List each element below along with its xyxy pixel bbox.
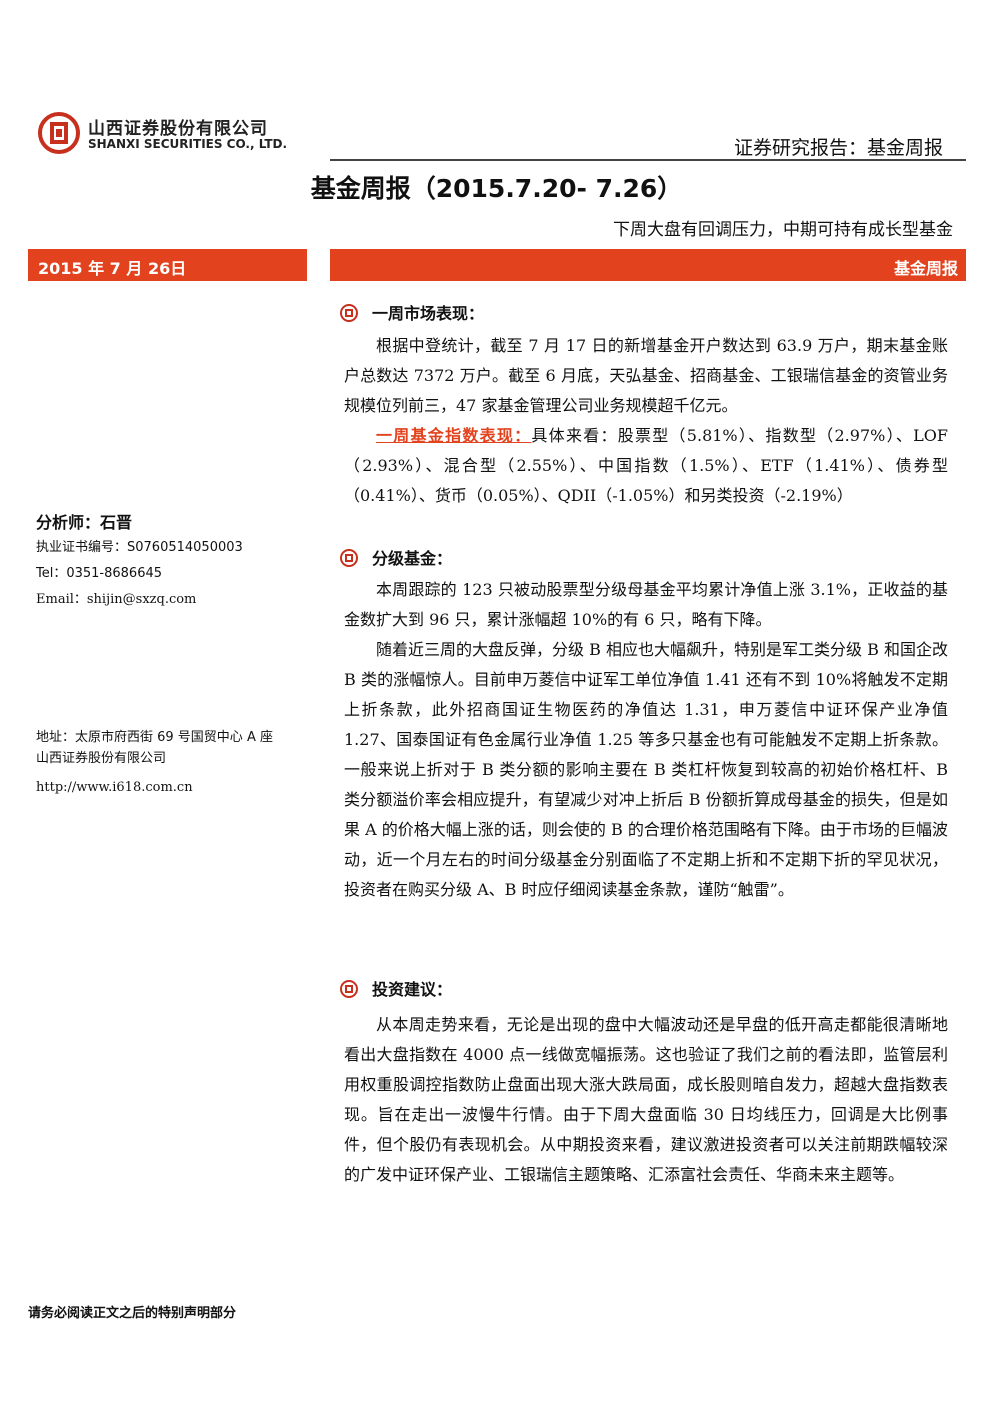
- report-subtitle: 下周大盘有回调压力，中期可持有成长型基金: [613, 220, 953, 240]
- market-paragraphs: 根据中登统计，截至 7 月 17 日的新增基金开户数达到 63.9 万户，期末基…: [344, 331, 948, 511]
- paragraph: 本周跟踪的 123 只被动股票型分级母基金平均累计净值上涨 3.1%，正收益的基…: [344, 580, 948, 629]
- graded-paragraphs: 本周跟踪的 123 只被动股票型分级母基金平均累计净值上涨 3.1%，正收益的基…: [344, 575, 948, 905]
- company-logo: 山西证券股份有限公司 SHANXI SECURITIES CO., LTD.: [38, 112, 308, 158]
- section-bullet-icon: [340, 980, 358, 998]
- analyst-cert: 执业证书编号：S0760514050003: [36, 540, 243, 555]
- company-address: 地址：太原市府西街 69 号国贸中心 A 座: [36, 730, 273, 745]
- report-date: 2015 年 7 月 26日: [38, 259, 187, 278]
- paragraph-text: 具体来看：股票型（5.81%）、指数型（2.97%）、LOF（2.93%）、混合…: [344, 426, 948, 505]
- highlight-label: 一周基金指数表现：: [376, 426, 532, 445]
- company-name-cn: 山西证券股份有限公司: [88, 119, 268, 139]
- section-bullet-icon: [340, 549, 358, 567]
- category-banner: 基金周报: [330, 249, 966, 281]
- advice-paragraphs: 从本周走势来看，无论是出现的盘中大幅波动还是早盘的低开高走都能很清晰地看出大盘指…: [344, 1010, 948, 1190]
- section-heading-market: 一周市场表现：: [340, 300, 484, 324]
- report-category: 基金周报: [893, 259, 958, 278]
- section-heading-graded: 分级基金：: [340, 545, 452, 569]
- paragraph: 根据中登统计，截至 7 月 17 日的新增基金开户数达到 63.9 万户，期末基…: [344, 336, 948, 415]
- section-title: 投资建议：: [372, 980, 453, 999]
- section-bullet-icon: [340, 304, 358, 322]
- paragraph: 一周基金指数表现：具体来看：股票型（5.81%）、指数型（2.97%）、LOF（…: [344, 421, 948, 511]
- company-name-footer: 山西证券股份有限公司: [36, 751, 167, 766]
- date-banner: 2015 年 7 月 26日: [28, 249, 307, 281]
- report-title: 基金周报（2015.7.20- 7.26）: [310, 174, 683, 203]
- section-title: 一周市场表现：: [372, 304, 485, 323]
- analyst-tel: Tel：0351-8686645: [36, 566, 163, 581]
- company-website[interactable]: http://www.i618.com.cn: [36, 780, 193, 795]
- analyst-email: Email：shijin@sxzq.com: [36, 592, 197, 607]
- report-type: 证券研究报告：基金周报: [733, 137, 943, 159]
- paragraph: 从本周走势来看，无论是出现的盘中大幅波动还是早盘的低开高走都能很清晰地看出大盘指…: [344, 1015, 948, 1184]
- logo-icon: [38, 112, 80, 154]
- paragraph: 随着近三周的大盘反弹，分级 B 相应也大幅飙升，特别是军工类分级 B 和国企改 …: [344, 640, 948, 899]
- header-divider: [330, 159, 966, 161]
- company-name-en: SHANXI SECURITIES CO., LTD.: [88, 137, 288, 151]
- analyst-name: 分析师：石晋: [36, 513, 133, 532]
- disclaimer-note: 请务必阅读正文之后的特别声明部分: [28, 1306, 237, 1321]
- section-title: 分级基金：: [372, 549, 453, 568]
- section-heading-advice: 投资建议：: [340, 976, 452, 1000]
